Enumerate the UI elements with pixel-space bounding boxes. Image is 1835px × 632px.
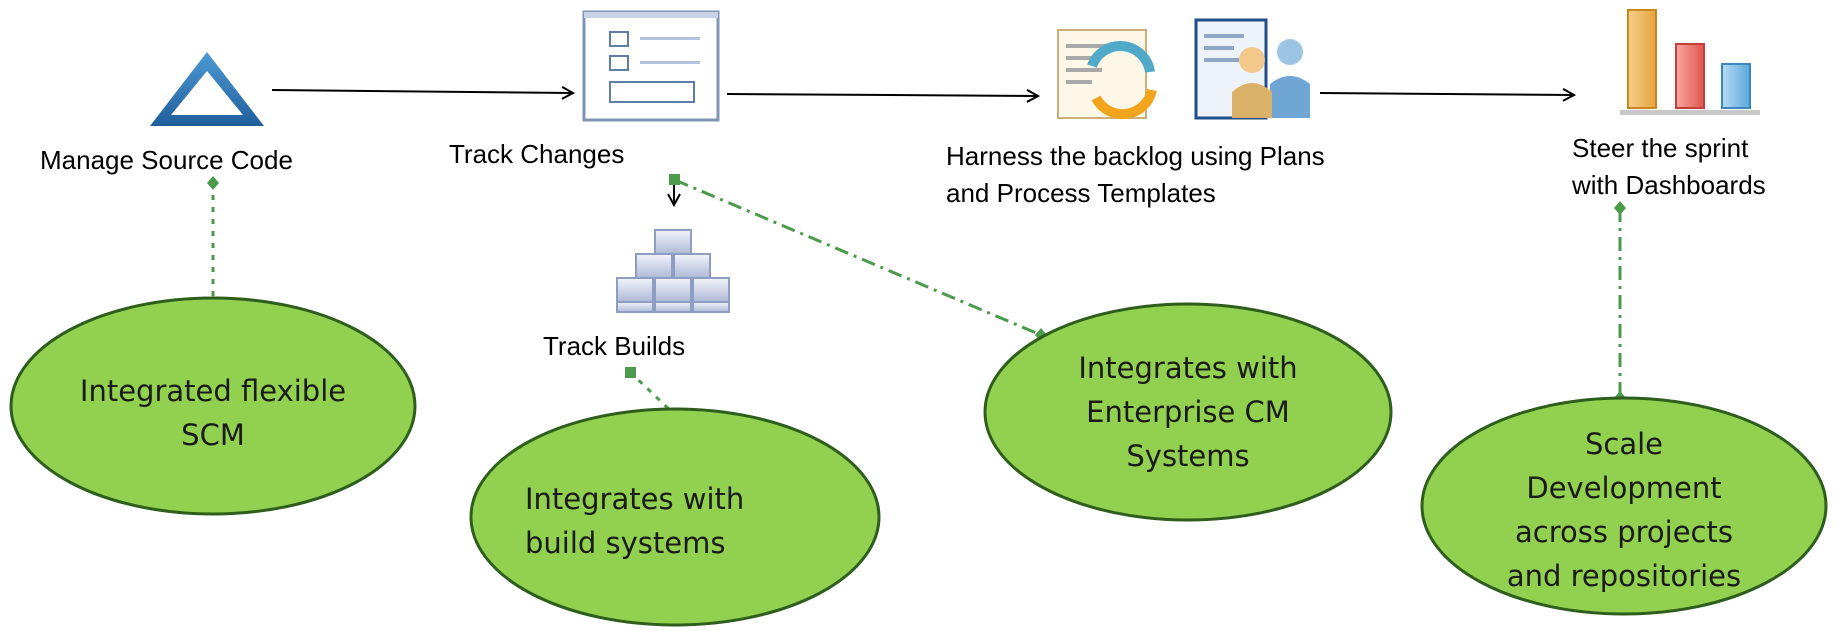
ellipse-line: and repositories [1506,559,1742,593]
ellipse-build-systems [469,407,881,627]
plans-templates-icon [1057,18,1310,120]
ellipse-text-build-systems: Integrates with build systems [525,477,775,565]
label-harness-backlog: Harness the backlog using Plans and Proc… [946,138,1325,212]
label-line: Steer the sprint [1572,133,1749,163]
label-line: with Dashboards [1572,170,1766,200]
label-steer-sprint: Steer the sprint with Dashboards [1572,130,1766,204]
ellipse-text-enterprise-cm: Integrates with Enterprise CM Systems [1038,346,1338,478]
ellipse-line: Scale [1584,427,1664,461]
connector-build-systems [628,370,675,415]
ellipse-line: Integrated flexible [79,374,347,408]
building-blocks-icon [616,229,730,313]
connector-enterprise-cm [674,178,1042,337]
bar-chart-icon [1620,9,1760,115]
triangle-icon [150,52,264,126]
connector-end-diamond [207,176,219,190]
arrow-source-to-changes [271,90,572,93]
ellipse-scale [1420,396,1828,616]
ellipse-line: Integrates with [1078,351,1298,385]
label-track-changes: Track Changes [449,139,625,169]
arrow-backlog-to-dashboards [1319,93,1573,95]
arrow-changes-to-backlog [726,94,1037,96]
ellipse-text-scm: Integrated flexible SCM [63,369,363,457]
label-track-builds: Track Builds [543,331,686,361]
connector-end-square [625,367,636,378]
connector-end-square [669,174,680,185]
ellipse-line: build systems [525,526,726,560]
ellipse-line: Enterprise CM [1086,395,1290,429]
ellipse-scm [9,296,417,516]
form-document-icon [582,10,720,122]
ellipse-line: Systems [1126,439,1250,473]
ellipse-line: SCM [181,418,245,452]
ellipse-line: across projects [1515,515,1733,549]
label-line: Harness the backlog using Plans [946,141,1325,171]
ellipse-line: Integrates with [525,482,745,516]
ellipse-text-scale: Scale Development across projects and re… [1474,422,1774,598]
ellipse-enterprise-cm [983,302,1393,522]
ellipse-line: Development [1526,471,1722,505]
label-line: and Process Templates [946,178,1216,208]
label-manage-source-code: Manage Source Code [40,145,293,175]
connector-end-diamond [1614,201,1626,215]
